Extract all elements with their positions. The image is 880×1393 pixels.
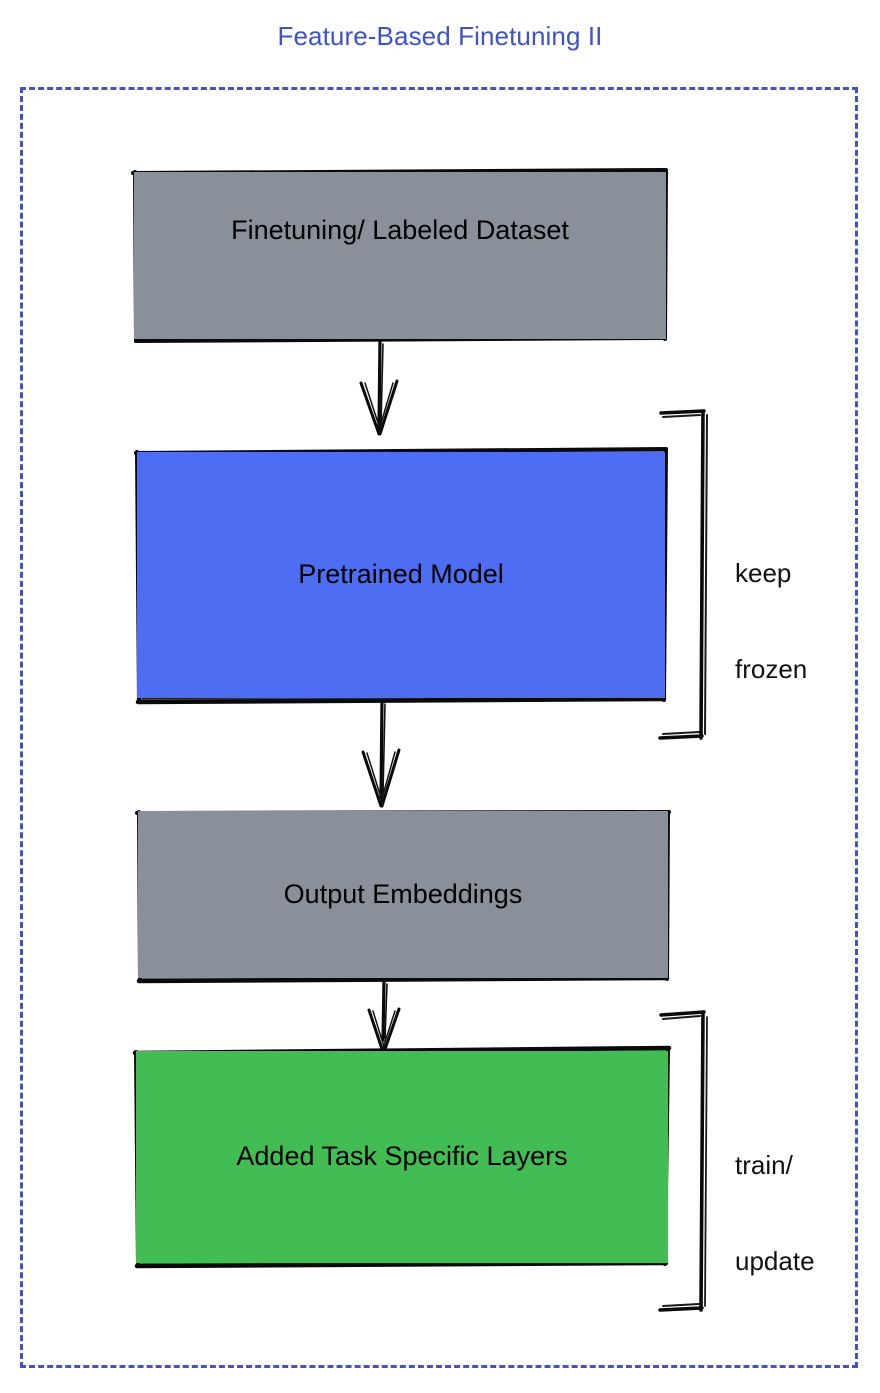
node-tasklayers[interactable]: Added Task Specific Layers: [136, 1051, 668, 1263]
annotation-train-update: train/ update: [735, 1087, 815, 1309]
annotation-keep-frozen: keep frozen: [735, 495, 807, 717]
node-tasklayers-label: Added Task Specific Layers: [236, 1141, 568, 1172]
page-title: Feature-Based Finetuning II: [277, 21, 603, 51]
annotation-train-update-line1: train/: [735, 1150, 793, 1181]
node-dataset[interactable]: Finetuning/ Labeled Dataset: [134, 172, 666, 339]
node-dataset-label: Finetuning/ Labeled Dataset: [231, 215, 569, 245]
bracket-train-update: [658, 1010, 708, 1312]
arrow-embeddings-to-tasklayers: [367, 978, 401, 1054]
annotation-keep-frozen-line2: frozen: [735, 653, 808, 684]
bracket-keep-frozen: [658, 409, 708, 740]
annotation-train-update-line2: update: [735, 1245, 815, 1276]
node-pretrained[interactable]: Pretrained Model: [137, 452, 665, 698]
node-pretrained-label: Pretrained Model: [298, 559, 504, 590]
diagram-outer-frame: [20, 87, 858, 1368]
node-embeddings[interactable]: Output Embeddings: [138, 811, 668, 978]
arrow-dataset-to-pretrained: [359, 338, 399, 436]
annotation-keep-frozen-line1: keep: [735, 558, 792, 589]
node-embeddings-label: Output Embeddings: [283, 878, 523, 909]
arrow-pretrained-to-embeddings: [361, 698, 401, 808]
